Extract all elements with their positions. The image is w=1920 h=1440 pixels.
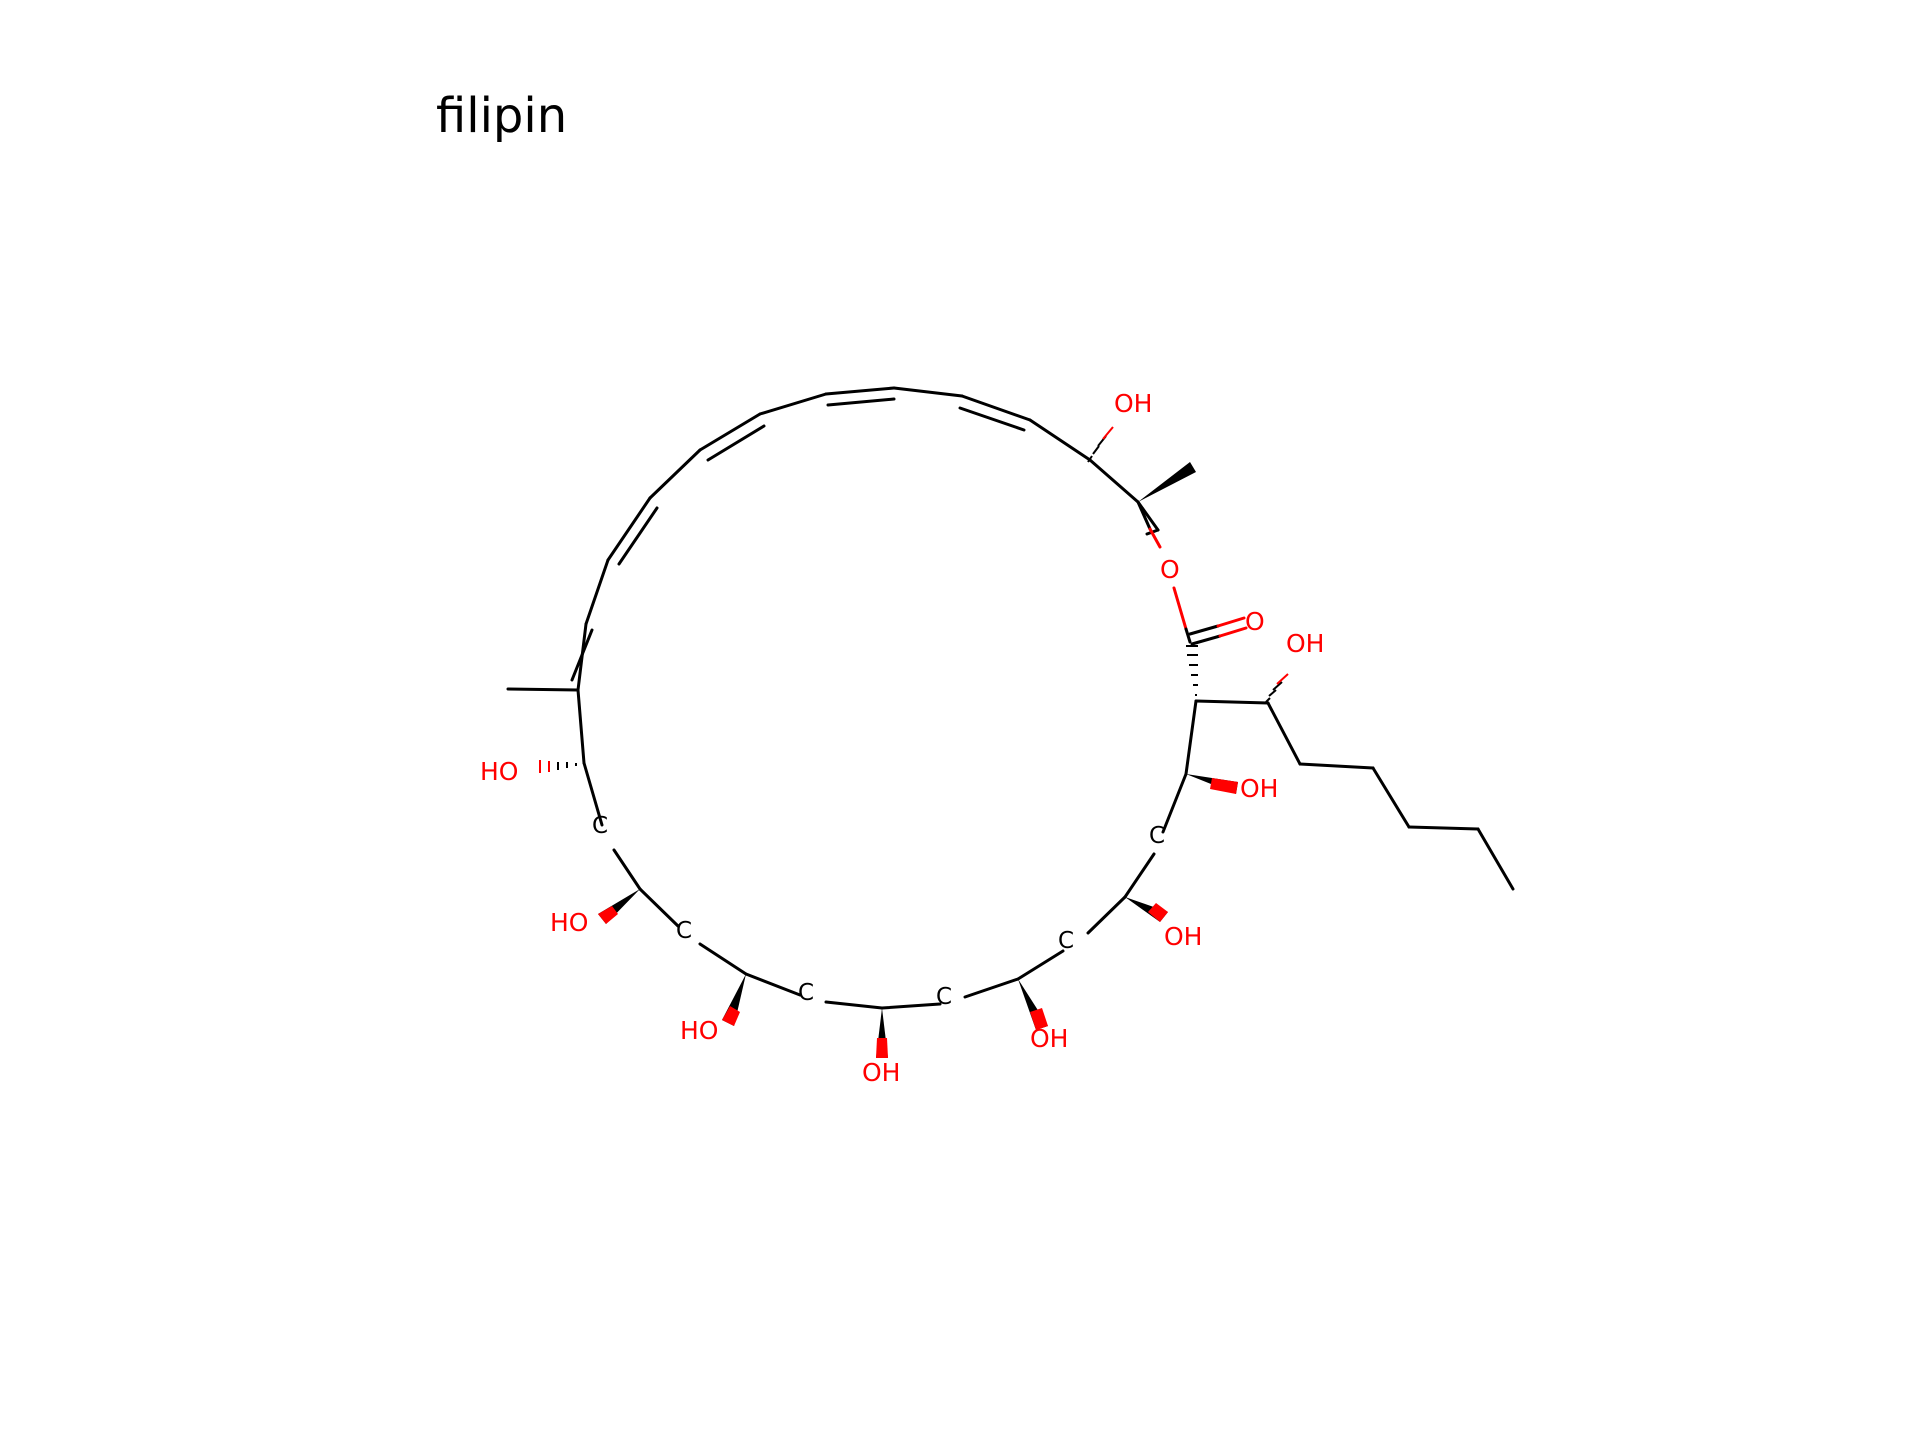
hash-bond-oh-left	[539, 760, 577, 773]
bond-o	[1148, 527, 1162, 549]
double-bond-inner	[617, 506, 659, 566]
bond	[1194, 699, 1270, 705]
bond	[582, 761, 604, 827]
bond	[584, 558, 610, 626]
bond	[963, 977, 1020, 999]
hash-bond-ring-carbonyl	[1186, 645, 1198, 696]
bond	[1016, 949, 1065, 981]
carbon-label: C	[1149, 823, 1165, 849]
bond	[638, 887, 680, 928]
bond	[744, 972, 802, 997]
methyl-bond	[506, 687, 580, 692]
wedge-bond-oh-tip	[1030, 1008, 1048, 1030]
hydroxyl-label: OH	[1114, 389, 1152, 418]
wedge-bond-oh-tip	[1210, 778, 1238, 794]
carbon-label: C	[798, 980, 814, 1006]
bond	[1123, 852, 1156, 899]
wedge-bond-oh-tip	[1148, 903, 1168, 922]
hydroxyl-label: OH	[1240, 774, 1278, 803]
hydroxyl-label: HO	[550, 908, 588, 937]
hydroxyl-label: HO	[480, 757, 518, 786]
hydroxyl-label: OH	[1164, 922, 1202, 951]
bond	[1088, 458, 1140, 504]
double-bond-inner	[706, 424, 766, 462]
ring-oxygen-label: O	[1160, 555, 1180, 584]
double-bond-inner	[958, 406, 1026, 432]
bond	[824, 1000, 884, 1010]
wedge-bond-methyl	[1138, 462, 1196, 502]
bond	[606, 496, 652, 562]
molecule-title: filipin	[436, 88, 568, 144]
bond-o	[1172, 586, 1188, 631]
bond	[1086, 895, 1127, 935]
bond	[1184, 699, 1198, 776]
bond	[612, 848, 642, 891]
hydroxyl-label: OH	[1286, 629, 1324, 658]
hash-bond-oh-top	[1087, 426, 1114, 463]
bond	[1371, 766, 1411, 829]
bond	[960, 394, 1032, 422]
carbonyl-double	[1188, 624, 1220, 636]
wedge-bond-oh-tip	[876, 1038, 888, 1058]
carbonyl-double	[1190, 634, 1222, 646]
carbon-label: C	[1058, 928, 1074, 954]
bond	[880, 1002, 942, 1010]
carbon-label: C	[936, 984, 952, 1010]
bond	[1298, 762, 1375, 770]
wedge-bond-oh-tip	[598, 906, 618, 924]
double-bond-inner	[826, 397, 896, 407]
wedge-bond-oh-tip	[722, 1006, 740, 1026]
bond	[1476, 827, 1515, 891]
double-bond-inner	[570, 628, 594, 682]
bond	[1184, 627, 1192, 644]
bond	[1407, 825, 1480, 831]
carbonyl-double	[1216, 616, 1246, 628]
bond-o	[1136, 500, 1152, 531]
bond	[698, 942, 748, 976]
hash-bond-oh-sidechain	[1265, 673, 1289, 703]
bond	[648, 448, 702, 500]
bond	[1266, 701, 1302, 766]
carbonyl-double	[1218, 626, 1248, 638]
bond	[1161, 772, 1188, 834]
bond	[576, 688, 586, 765]
hydroxyl-label: HO	[680, 1016, 718, 1045]
bond	[892, 386, 964, 398]
carbon-label: C	[592, 813, 608, 839]
hydroxyl-label: OH	[1030, 1024, 1068, 1053]
bond	[1028, 418, 1092, 462]
hydroxyl-label: OH	[862, 1058, 900, 1087]
bond	[698, 412, 762, 452]
carbonyl-oxygen-label: O	[1245, 607, 1265, 636]
bond	[758, 392, 828, 416]
bond	[824, 386, 896, 396]
carbon-label: C	[676, 918, 692, 944]
